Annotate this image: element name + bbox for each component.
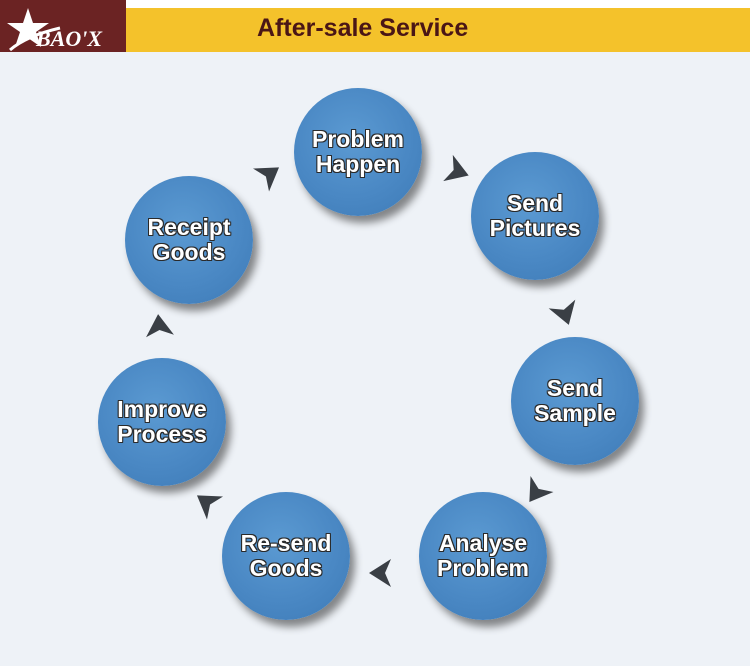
- step-label: Improve Process: [117, 396, 207, 447]
- step-problem-happen: Problem Happen: [294, 88, 422, 216]
- step-label: Re-send Goods: [240, 530, 332, 581]
- step-label: Analyse Problem: [436, 530, 530, 581]
- star-icon: [7, 8, 61, 52]
- step-label: Problem Happen: [311, 126, 405, 177]
- step-send-sample: Send Sample: [511, 337, 639, 465]
- page-title: After-sale Service: [257, 14, 469, 42]
- step-label: Send Sample: [534, 375, 616, 426]
- step-analyse-problem: Analyse Problem: [419, 492, 547, 620]
- logo-text: BAO'X: [36, 26, 103, 51]
- step-improve-process: Improve Process: [98, 358, 226, 486]
- step-label: Receipt Goods: [147, 214, 231, 265]
- step-re-send-goods: Re-send Goods: [222, 492, 350, 620]
- step-label: Send Pictures: [489, 190, 581, 241]
- step-receipt-goods: Receipt Goods: [125, 176, 253, 304]
- step-send-pictures: Send Pictures: [471, 152, 599, 280]
